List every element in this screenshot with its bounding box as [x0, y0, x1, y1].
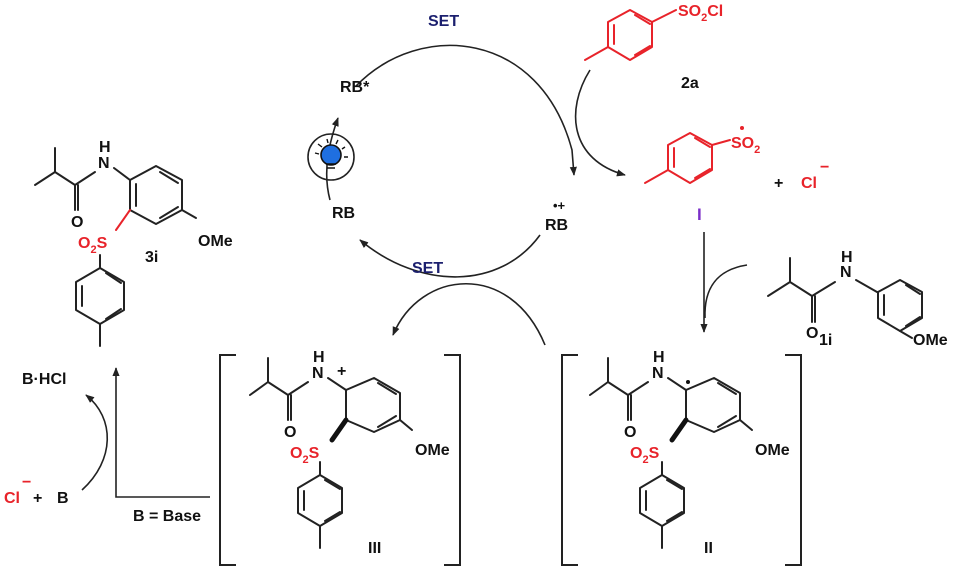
- svg-text:N: N: [312, 365, 324, 382]
- radical-I-id: I: [697, 205, 702, 224]
- product-3i-id: 3i: [145, 249, 158, 266]
- reagent-2a: SO2Cl 2a: [584, 3, 723, 92]
- svg-text:OMe: OMe: [913, 332, 948, 349]
- cycle-arc-top: [355, 44, 577, 176]
- radical-cation-mark: •+: [553, 198, 566, 213]
- rb-ground-label: RB: [332, 205, 355, 222]
- svg-text:+: +: [337, 363, 346, 380]
- intermediate-III-id: III: [368, 540, 381, 557]
- svg-text:H: H: [841, 249, 853, 266]
- base-definition: B = Base: [133, 508, 201, 525]
- intermediate-III: N H O + OMe O2S III: [219, 349, 461, 566]
- set-top-label: SET: [428, 13, 459, 30]
- chloride-anion: Cl: [801, 175, 817, 192]
- svg-text:O: O: [806, 325, 818, 342]
- plus-sign-2: +: [33, 490, 42, 507]
- light-bulb-icon: [307, 133, 355, 181]
- svg-text:OMe: OMe: [755, 442, 790, 459]
- svg-text:N: N: [840, 264, 852, 281]
- base-b-label: B: [57, 490, 69, 507]
- sulfonyl-radical-I: SO2 I + Cl −: [644, 126, 829, 224]
- radical-I-group: SO2: [731, 135, 760, 156]
- arrow-to-III: [392, 282, 546, 346]
- arrow-to-BHCl: [81, 394, 109, 491]
- reagent-2a-id: 2a: [681, 75, 699, 92]
- svg-text:O2S: O2S: [290, 445, 320, 466]
- substrate-1i-id: 1i: [819, 332, 832, 349]
- arrow-1i-join: [704, 264, 748, 319]
- chloride-left: Cl: [4, 490, 20, 507]
- intermediate-II: N H O OMe O2S II: [561, 349, 802, 566]
- svg-text:O2S: O2S: [630, 445, 660, 466]
- product-3i: N H O OMe O2S 3i: [34, 139, 233, 347]
- rb-radical-cation-label: RB: [545, 217, 568, 234]
- svg-text:H: H: [99, 139, 111, 156]
- svg-text:N: N: [652, 365, 664, 382]
- cycle-arc-bottom: [359, 234, 541, 278]
- arrow-2a-in: [574, 69, 626, 177]
- svg-text:N: N: [98, 155, 110, 172]
- svg-text:H: H: [653, 349, 665, 366]
- rb-excited-label: RB*: [340, 79, 370, 96]
- svg-text:O: O: [284, 424, 296, 441]
- plus-sign-1: +: [774, 175, 783, 192]
- svg-text:OMe: OMe: [415, 442, 450, 459]
- svg-text:O2S: O2S: [78, 235, 108, 256]
- reagent-2a-group: SO2Cl: [678, 3, 723, 24]
- chloride-charge: −: [820, 159, 829, 176]
- base-workup: B·HCl Cl − + B B = Base: [4, 367, 210, 525]
- svg-text:H: H: [313, 349, 325, 366]
- substrate-1i: N H O OMe 1i: [767, 249, 948, 349]
- photocatalytic-cycle: SET SET RB* RB RB •+: [307, 13, 626, 346]
- set-bottom-label: SET: [412, 260, 443, 277]
- svg-text:O: O: [624, 424, 636, 441]
- b-hcl-label: B·HCl: [22, 371, 66, 388]
- svg-text:OMe: OMe: [198, 233, 233, 250]
- intermediate-II-id: II: [704, 540, 713, 557]
- chloride-left-charge: −: [22, 474, 31, 491]
- svg-text:O: O: [71, 214, 83, 231]
- arrow-to-3i: [112, 367, 210, 498]
